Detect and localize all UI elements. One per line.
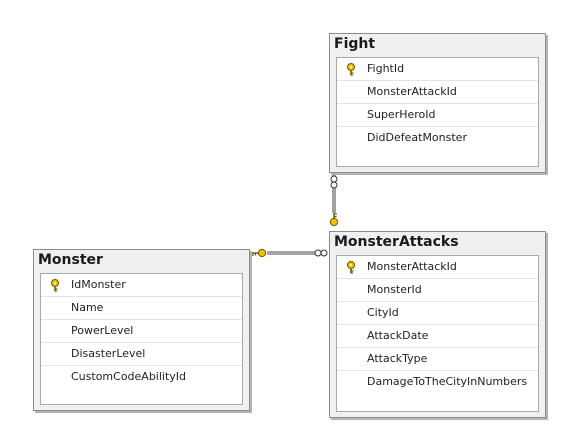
many-end-infinity-icon <box>314 249 328 257</box>
column-row[interactable]: FightId <box>337 58 538 81</box>
column-row[interactable]: SuperHeroId <box>337 104 538 127</box>
relationship-monster-monsterattacks[interactable] <box>252 248 328 258</box>
column-row[interactable]: CustomCodeAbilityId <box>41 366 242 389</box>
column-row[interactable]: AttackDate <box>337 325 538 348</box>
relationship-fight-monsterattacks[interactable] <box>329 173 339 227</box>
table-title: Monster <box>38 252 103 268</box>
table-monster[interactable]: Monster IdMonster Name PowerLevel Disast… <box>33 249 250 411</box>
one-end-key-icon <box>329 213 339 227</box>
column-row[interactable]: MonsterAttackId <box>337 256 538 279</box>
table-title: Fight <box>334 36 376 52</box>
column-name: MonsterAttackId <box>367 85 457 98</box>
column-name: IdMonster <box>71 278 126 291</box>
column-row[interactable]: MonsterAttackId <box>337 81 538 104</box>
column-name: AttackDate <box>367 329 429 342</box>
column-row[interactable]: Name <box>41 297 242 320</box>
column-grid: IdMonster Name PowerLevel DisasterLevel … <box>40 273 243 405</box>
column-row[interactable]: DidDefeatMonster <box>337 127 538 150</box>
column-row[interactable]: CityId <box>337 302 538 325</box>
column-row[interactable]: DisasterLevel <box>41 343 242 366</box>
primary-key-icon <box>347 63 355 76</box>
column-name: CustomCodeAbilityId <box>71 370 187 383</box>
many-end-infinity-icon <box>330 175 338 189</box>
table-title: MonsterAttacks <box>334 234 459 250</box>
one-end-key-icon <box>252 248 267 258</box>
column-name: Name <box>71 301 104 314</box>
column-name: CityId <box>367 306 399 319</box>
column-name: MonsterId <box>367 283 422 296</box>
column-row[interactable]: MonsterId <box>337 279 538 302</box>
table-fight[interactable]: Fight FightId MonsterAttackId SuperHeroI… <box>329 33 546 173</box>
column-name: FightId <box>367 62 405 75</box>
column-row[interactable]: PowerLevel <box>41 320 242 343</box>
primary-key-icon <box>347 261 355 274</box>
column-name: DidDefeatMonster <box>367 131 467 144</box>
column-grid: FightId MonsterAttackId SuperHeroId DidD… <box>336 57 539 167</box>
column-name: DamageToTheCityInNumbers <box>367 375 528 388</box>
column-grid: MonsterAttackId MonsterId CityId AttackD… <box>336 255 539 412</box>
column-name: DisasterLevel <box>71 347 146 360</box>
column-row[interactable]: DamageToTheCityInNumbers <box>337 371 538 394</box>
column-name: AttackType <box>367 352 428 365</box>
column-row[interactable]: AttackType <box>337 348 538 371</box>
column-name: PowerLevel <box>71 324 134 337</box>
column-name: SuperHeroId <box>367 108 436 121</box>
table-monsterattacks[interactable]: MonsterAttacks MonsterAttackId MonsterId… <box>329 231 546 418</box>
column-name: MonsterAttackId <box>367 260 457 273</box>
primary-key-icon <box>51 279 59 292</box>
column-row[interactable]: IdMonster <box>41 274 242 297</box>
